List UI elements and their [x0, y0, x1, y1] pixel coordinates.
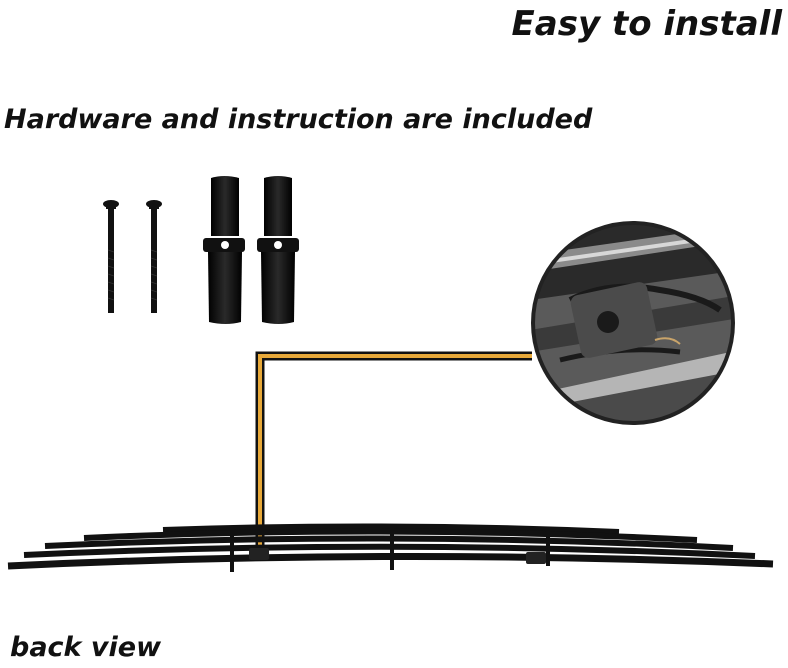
grille-mount-tab — [526, 552, 546, 564]
page-title: Easy to install — [511, 4, 782, 44]
bolt-icon — [103, 200, 119, 313]
bolt-icon — [146, 200, 162, 313]
mounting-clip-icon — [257, 176, 299, 324]
grille-mount-tab — [249, 548, 269, 560]
grille-bars — [7, 523, 774, 572]
hardware-subtitle: Hardware and instruction are included — [4, 104, 593, 135]
callout-line — [255, 351, 532, 548]
mounting-clip-icon — [203, 176, 245, 324]
zoom-detail-photo — [531, 221, 735, 425]
back-view-caption: back view — [10, 632, 162, 663]
